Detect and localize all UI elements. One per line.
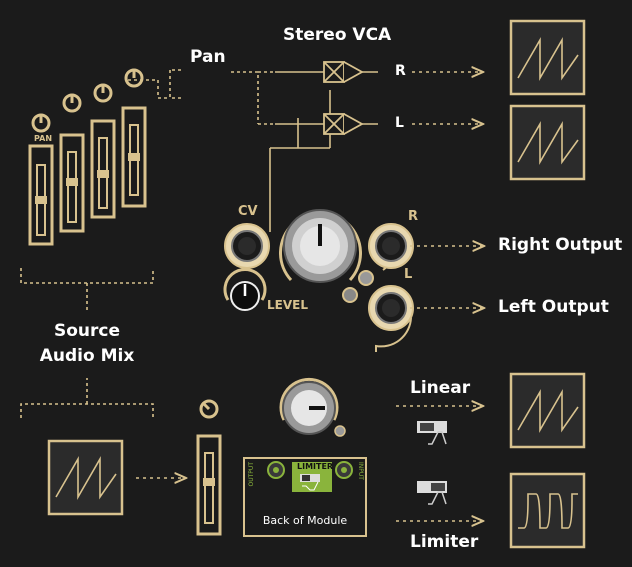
source-scope: [47, 439, 124, 516]
bottom-fader: [196, 399, 222, 536]
linear-scope: [509, 372, 586, 449]
level-label: LEVEL: [267, 298, 308, 312]
back-of-module-panel: [243, 457, 367, 537]
output-jacks: [368, 223, 414, 352]
bottom-arrows: [396, 406, 483, 521]
source-brackets: [20, 268, 154, 418]
jack-l-label: L: [404, 267, 413, 282]
back-limiter-label: LIMITER: [297, 462, 334, 471]
cv-attenuator-knob: [223, 268, 267, 311]
limiter-switch: [417, 481, 447, 505]
pan-faders: [28, 68, 147, 246]
back-input-label: INPUT: [357, 462, 364, 480]
source-label-line2: Audio Mix: [39, 346, 135, 366]
limiter-label: Limiter: [410, 532, 479, 552]
back-output-label: OUTPUT: [248, 462, 255, 487]
pan-label: Pan: [190, 47, 226, 67]
r-channel-label: R: [395, 63, 406, 79]
cv-label: CV: [238, 204, 258, 219]
fader-4: [121, 68, 147, 208]
right-output-label: Right Output: [498, 235, 623, 255]
pan-to-vca-lines: [231, 71, 275, 125]
vca-lines: [269, 71, 378, 232]
back-of-module-label: Back of Module: [262, 514, 348, 527]
output-arrows: [410, 246, 484, 308]
stereo-vca-label: Stereo VCA: [283, 25, 392, 45]
scope-right: [509, 19, 586, 96]
fader-1: [28, 113, 54, 246]
left-output-label: Left Output: [498, 297, 609, 317]
scope-left: [509, 104, 586, 181]
pan-fader-label: PAN: [34, 134, 53, 143]
pan-bracket: [128, 69, 181, 99]
limiter-scope: [509, 472, 586, 549]
l-channel-label: L: [395, 115, 404, 131]
vca-output-arrows: [412, 72, 483, 124]
linear-switch: [417, 421, 447, 445]
bottom-level-knob: [279, 377, 346, 437]
level-knob: [279, 209, 374, 303]
fader-3: [90, 83, 116, 219]
linear-label: Linear: [410, 378, 471, 398]
source-label-line1: Source: [53, 321, 121, 341]
vca-blocks: [323, 61, 364, 135]
fader-2: [59, 93, 85, 233]
jack-r-label: R: [408, 209, 419, 224]
cv-jack: [224, 223, 270, 269]
